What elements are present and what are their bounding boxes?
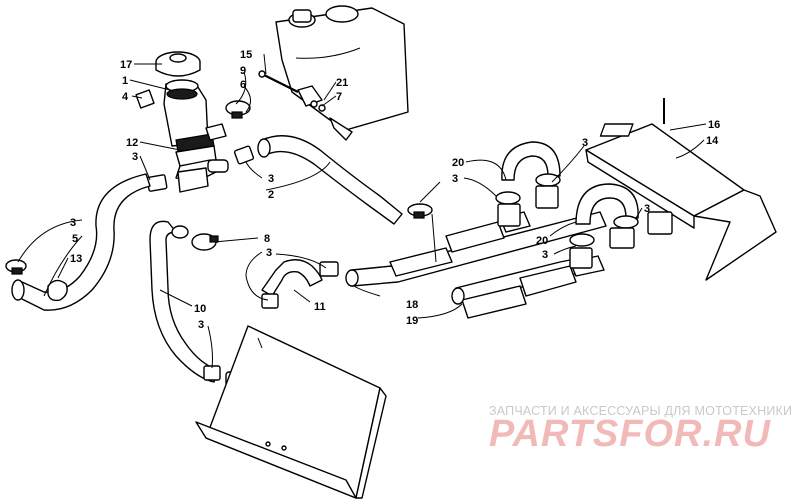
callout-3: 3 <box>266 247 272 259</box>
callout-3: 3 <box>132 151 138 163</box>
watermark-logo: PARTSFOR.RU <box>489 413 771 455</box>
radiator <box>195 325 387 499</box>
hose-2 <box>257 135 403 225</box>
tunnel-plate-14 <box>585 123 777 281</box>
callout-11: 11 <box>314 301 326 313</box>
callout-21: 21 <box>336 77 348 89</box>
bolt-15 <box>258 70 299 93</box>
decal-4 <box>135 89 155 109</box>
clamp-hose-2 <box>233 145 255 165</box>
callout-7: 7 <box>336 91 342 103</box>
heat-exchanger-19 <box>451 255 605 319</box>
clamp-exchanger <box>407 203 433 219</box>
callout-19: 19 <box>406 315 418 327</box>
callout-3: 3 <box>268 173 274 185</box>
heat-exchanger-18 <box>345 211 607 287</box>
clamp-left <box>5 259 27 275</box>
callout-16: 16 <box>708 119 720 131</box>
callout-6: 6 <box>240 79 246 91</box>
callout-20: 20 <box>452 157 464 169</box>
callout-15: 15 <box>240 49 252 61</box>
callout-9: 9 <box>240 65 246 77</box>
u-hose-20-upper <box>495 141 561 227</box>
callout-13: 13 <box>70 253 82 265</box>
clamp-9-6 <box>225 100 251 119</box>
callout-8: 8 <box>264 233 270 245</box>
filler-neck-housing <box>163 79 229 193</box>
callout-12: 12 <box>126 137 138 149</box>
callout-3: 3 <box>198 319 204 331</box>
callout-labels: 17 1 4 12 3 9 6 15 21 7 3 2 3 5 13 8 3 1… <box>70 49 720 331</box>
tank-bracket <box>297 85 326 112</box>
coolant-reservoir <box>275 5 409 141</box>
callout-14: 14 <box>706 135 719 147</box>
callout-3: 3 <box>582 137 588 149</box>
callout-17: 17 <box>120 59 132 71</box>
callout-3: 3 <box>452 173 458 185</box>
callout-3: 3 <box>70 217 76 229</box>
callout-2: 2 <box>268 189 274 201</box>
u-hose-20-lower <box>569 183 673 269</box>
callout-18: 18 <box>406 299 418 311</box>
hose-5 <box>11 173 151 311</box>
hose-11 <box>261 259 339 309</box>
callout-1: 1 <box>122 75 128 87</box>
clamp-13 <box>47 279 68 302</box>
callout-3: 3 <box>644 203 650 215</box>
watermark-tagline: ЗАПЧАСТИ И АКСЕССУАРЫ ДЛЯ МОТОТЕХНИКИ <box>489 404 793 418</box>
callout-4: 4 <box>122 91 129 103</box>
callout-10: 10 <box>194 303 206 315</box>
callout-5: 5 <box>72 233 78 245</box>
callout-3: 3 <box>542 249 548 261</box>
radiator-cap <box>155 51 201 77</box>
bolt-16 <box>599 98 665 137</box>
clamp-left-upper <box>146 174 168 192</box>
leader-lines <box>17 53 707 369</box>
callout-20: 20 <box>536 235 548 247</box>
